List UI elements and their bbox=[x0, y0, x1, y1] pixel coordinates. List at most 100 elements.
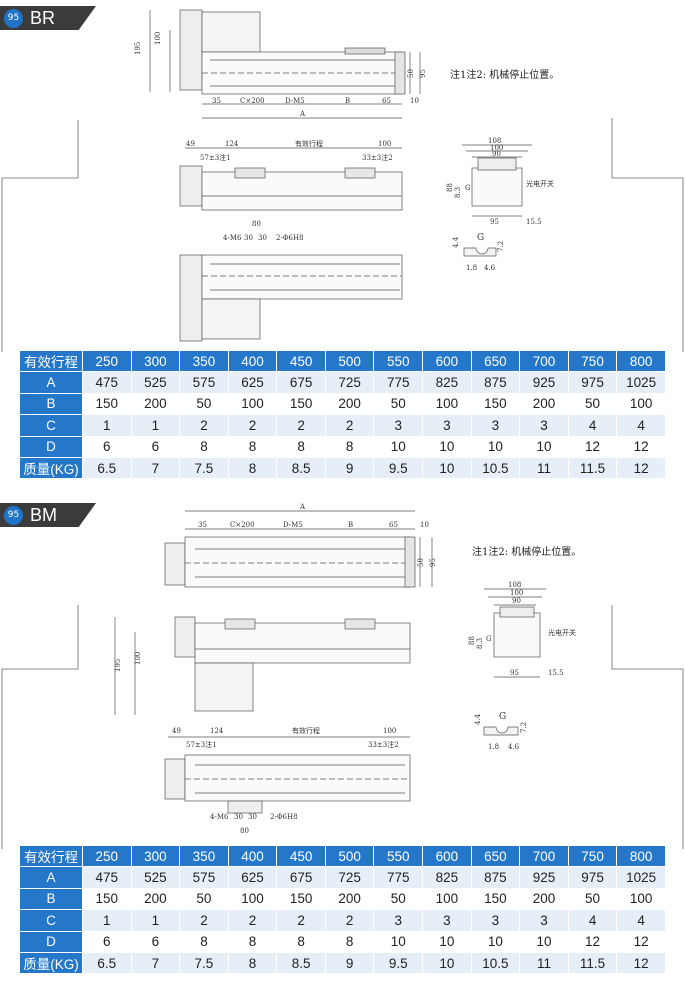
badge-label: BM bbox=[30, 505, 57, 525]
dim-g-18: 1.8 bbox=[466, 264, 477, 272]
dim-right-50: 50 bbox=[417, 558, 425, 567]
cell: 6 bbox=[82, 930, 132, 953]
table-row: A 475 525 575 625 675 725 775 825 875 92… bbox=[19, 371, 666, 394]
dim-left-100: 100 bbox=[154, 32, 162, 45]
cell: 2 bbox=[179, 414, 229, 437]
cell: 2 bbox=[276, 909, 326, 932]
cell: 525 bbox=[130, 371, 181, 394]
dim-end-88: 88 bbox=[446, 183, 454, 192]
cell: 11.5 bbox=[567, 951, 618, 975]
dim-g-46: 4.6 bbox=[508, 743, 520, 751]
dim-mid-49: 49 bbox=[186, 140, 195, 148]
table-row: B 150 200 50 100 150 200 50 100 150 200 … bbox=[19, 887, 666, 911]
cell: 9 bbox=[324, 951, 375, 975]
drawing-br: A 35 C×200 D-M5 B 65 10 195 100 50 95 注1… bbox=[0, 0, 685, 352]
dim-bot-30a: 30 bbox=[234, 813, 243, 821]
cell: 8.5 bbox=[276, 951, 326, 975]
cell: 100 bbox=[422, 887, 472, 911]
row-label: D bbox=[19, 930, 83, 953]
cell: 50 bbox=[567, 887, 618, 911]
cell: 10.5 bbox=[470, 456, 521, 480]
table-row: B 150 200 50 100 150 200 50 100 150 200 … bbox=[19, 392, 666, 416]
cell: 12 bbox=[616, 435, 666, 458]
cell: 10 bbox=[373, 435, 424, 458]
cell: 775 bbox=[373, 371, 424, 394]
dim-g-44: 4.4 bbox=[452, 236, 460, 248]
cell: 875 bbox=[470, 371, 521, 394]
dim-end-95: 95 bbox=[510, 669, 519, 677]
cell: 6 bbox=[130, 435, 181, 458]
end-view bbox=[484, 588, 546, 678]
dim-top-65: 65 bbox=[382, 97, 391, 105]
cell: 1025 bbox=[616, 866, 666, 889]
cell: 2 bbox=[179, 909, 229, 932]
cell: 200 bbox=[130, 887, 181, 911]
dim-end-sensor: 光电开关 bbox=[548, 628, 576, 637]
dim-bot-2phi: 2-Φ6H8 bbox=[270, 813, 298, 821]
cell: 100 bbox=[616, 887, 666, 911]
row-label: A bbox=[19, 866, 83, 889]
dim-g-label: G bbox=[477, 233, 484, 243]
dim-end-108: 108 bbox=[508, 581, 521, 589]
dim-bot-30b: 30 bbox=[258, 234, 267, 242]
dim-mid-57: 57±3注1 bbox=[200, 153, 231, 162]
stroke-600: 600 bbox=[422, 349, 472, 373]
cell: 8 bbox=[227, 951, 278, 975]
cell: 875 bbox=[470, 866, 521, 889]
dim-end-90: 90 bbox=[512, 597, 521, 605]
frame-lines bbox=[1, 605, 684, 849]
cell: 10 bbox=[470, 435, 521, 458]
header-label: 有效行程 bbox=[19, 349, 83, 373]
badge-number: 95 bbox=[4, 506, 23, 525]
spec-table-bm: 有效行程 250 300 350 400 450 500 550 600 650… bbox=[19, 844, 666, 975]
cell: 675 bbox=[276, 371, 326, 394]
dim-end-100: 100 bbox=[490, 144, 503, 152]
dim-mid-100: 100 bbox=[383, 727, 396, 735]
cell: 11 bbox=[519, 951, 569, 975]
dim-mid-stroke: 有效行程 bbox=[292, 726, 320, 735]
cell: 1 bbox=[130, 909, 181, 932]
cell: 925 bbox=[519, 371, 569, 394]
row-label: B bbox=[19, 392, 83, 416]
section-badge-bm: 95 BM bbox=[0, 503, 100, 533]
cell: 7 bbox=[130, 456, 181, 480]
stroke-750: 750 bbox=[567, 349, 618, 373]
stroke-400: 400 bbox=[227, 349, 278, 373]
cell: 200 bbox=[519, 887, 569, 911]
dim-end-90: 90 bbox=[492, 150, 501, 158]
cell: 8.5 bbox=[276, 456, 326, 480]
dim-top-35: 35 bbox=[212, 97, 221, 105]
stroke-250: 250 bbox=[82, 844, 132, 868]
row-label: D bbox=[19, 435, 83, 458]
cell: 2 bbox=[276, 414, 326, 437]
cell: 575 bbox=[179, 866, 229, 889]
cell: 3 bbox=[422, 414, 472, 437]
badge-number: 95 bbox=[4, 9, 23, 28]
dim-end-108: 108 bbox=[488, 137, 501, 145]
stop-note: 注1注2: 机械停止位置。 bbox=[450, 68, 559, 81]
cell: 12 bbox=[567, 930, 618, 953]
row-label: 质量(KG) bbox=[19, 456, 83, 480]
cell: 4 bbox=[616, 909, 666, 932]
cell: 3 bbox=[470, 414, 521, 437]
cell: 625 bbox=[227, 866, 278, 889]
dim-left-100: 100 bbox=[134, 652, 142, 665]
dim-g-label: G bbox=[499, 712, 506, 722]
table-row: C 1 1 2 2 2 2 3 3 3 3 4 4 bbox=[19, 414, 666, 437]
spec-table-br: 有效行程 250 300 350 400 450 500 550 600 650… bbox=[19, 349, 666, 480]
cell: 975 bbox=[567, 866, 618, 889]
row-label: C bbox=[19, 909, 83, 932]
cell: 12 bbox=[616, 951, 666, 975]
cell: 2 bbox=[324, 909, 375, 932]
side-view bbox=[114, 616, 411, 715]
cell: 975 bbox=[567, 371, 618, 394]
dim-end-83: 8.3 bbox=[476, 638, 484, 649]
dim-top-cx200: C×200 bbox=[240, 97, 265, 105]
dim-end-88: 88 bbox=[468, 636, 476, 645]
cell: 200 bbox=[324, 887, 375, 911]
cell: 8 bbox=[179, 930, 229, 953]
cell: 625 bbox=[227, 371, 278, 394]
dim-bot-30a: 30 bbox=[244, 234, 253, 242]
dim-g-18: 1.8 bbox=[488, 743, 499, 751]
dim-mid-33: 33±3注2 bbox=[362, 153, 393, 162]
